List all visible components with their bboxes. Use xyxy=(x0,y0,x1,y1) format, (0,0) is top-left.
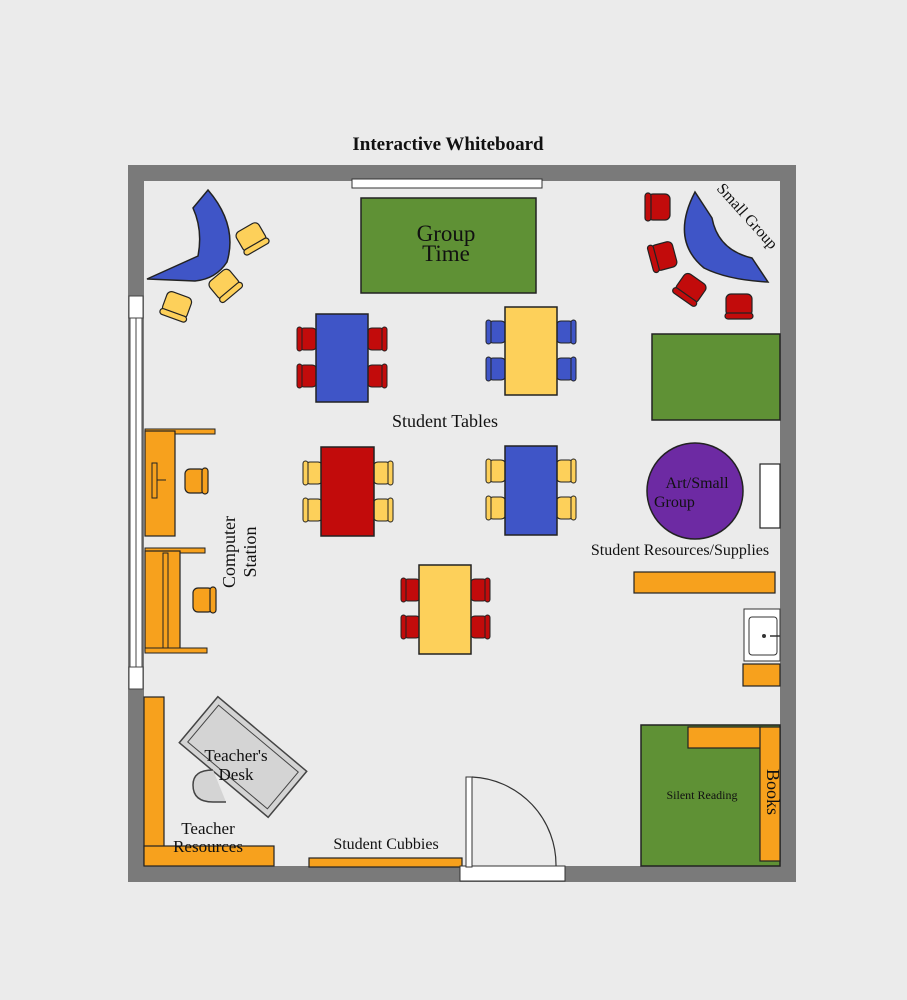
art-small-group-label-1: Art/Small xyxy=(665,475,729,492)
books-label: Books xyxy=(763,769,783,815)
blue-chair xyxy=(555,319,577,345)
kidney-table-top-left xyxy=(146,188,231,282)
group-time-label-1: Group xyxy=(417,221,476,246)
blue-chair xyxy=(485,356,507,382)
red-chair xyxy=(644,192,671,222)
yellow-chair xyxy=(302,460,324,486)
yellow-chair xyxy=(235,222,270,256)
red-chair xyxy=(296,326,318,352)
red-chair xyxy=(366,363,388,389)
blue-chair xyxy=(555,356,577,382)
teachers-desk xyxy=(178,695,308,819)
green-rug-right xyxy=(651,333,781,421)
teachers-chair xyxy=(192,769,226,803)
yellow-chair xyxy=(555,495,577,521)
student-table-yellow-2 xyxy=(400,564,491,655)
computer-desk-1 xyxy=(144,428,216,537)
student-table-blue-2 xyxy=(485,445,577,536)
teachers-desk-label-1: Teacher's xyxy=(204,746,267,765)
computer-station-label-2: Station xyxy=(240,526,260,577)
whiteboard-title: Interactive Whiteboard xyxy=(352,134,544,155)
silent-reading-label: Silent Reading xyxy=(667,788,738,802)
yellow-chair xyxy=(485,495,507,521)
student-resources-label: Student Resources/Supplies xyxy=(591,542,769,559)
red-chair xyxy=(469,577,491,603)
red-chair xyxy=(646,241,678,274)
sink-counter xyxy=(742,663,781,687)
student-tables-label: Student Tables xyxy=(392,411,498,431)
red-chair xyxy=(400,614,422,640)
white-cabinet xyxy=(759,463,781,529)
yellow-chair xyxy=(555,458,577,484)
teacher-resources-shelf xyxy=(143,696,275,867)
computer-chair xyxy=(192,586,217,614)
computer-desk-2 xyxy=(144,547,208,654)
classroom-door xyxy=(459,776,566,882)
student-cubbies-label: Student Cubbies xyxy=(333,836,438,853)
student-table-blue-1 xyxy=(296,313,388,403)
yellow-chair xyxy=(302,497,324,523)
silent-reading-area: Silent Reading Books xyxy=(640,724,783,867)
group-time-rug: Group Time xyxy=(360,197,537,294)
teacher-resources-label-1: Teacher xyxy=(181,819,235,838)
computer-chair xyxy=(184,467,209,495)
red-chair xyxy=(672,272,707,307)
red-chair xyxy=(400,577,422,603)
left-windows xyxy=(128,295,144,690)
teachers-desk-label-2: Desk xyxy=(219,765,254,784)
group-time-label-2: Time xyxy=(422,241,470,266)
student-cubbies xyxy=(308,857,463,868)
red-chair xyxy=(296,363,318,389)
yellow-chair xyxy=(372,497,394,523)
yellow-chair xyxy=(485,458,507,484)
red-chair xyxy=(366,326,388,352)
computer-station-label-1: Computer xyxy=(219,516,239,588)
student-table-yellow-1 xyxy=(485,306,577,396)
red-chair xyxy=(724,293,754,320)
yellow-chair xyxy=(372,460,394,486)
yellow-chair xyxy=(208,268,244,304)
red-chair xyxy=(469,614,491,640)
student-table-red xyxy=(302,446,394,537)
teacher-resources-label-2: Resources xyxy=(173,837,243,856)
student-supplies-shelf xyxy=(633,571,776,594)
blue-chair xyxy=(485,319,507,345)
art-small-group-table: Art/Small Group xyxy=(646,442,744,540)
art-small-group-label-2: Group xyxy=(654,494,695,511)
sink xyxy=(743,608,781,662)
yellow-chair xyxy=(159,291,193,323)
whiteboard xyxy=(351,178,543,189)
